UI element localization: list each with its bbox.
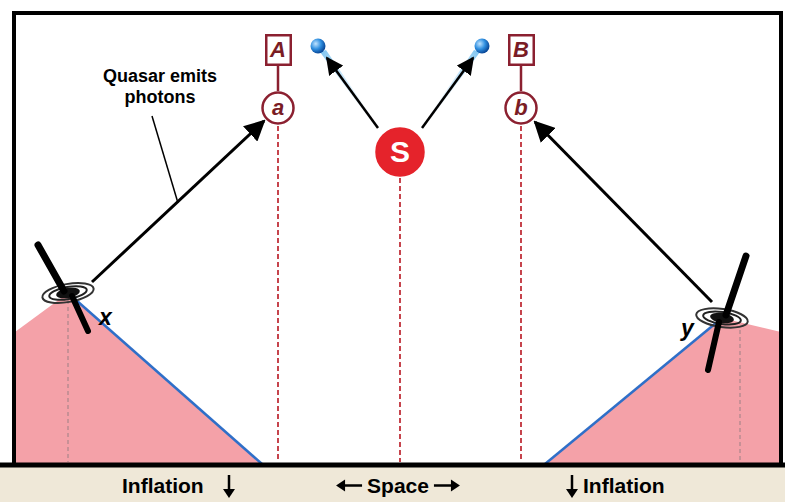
ground-strip <box>0 466 785 502</box>
direction-arrow <box>223 475 578 498</box>
inflation-region <box>545 318 781 464</box>
particle-trail <box>320 50 382 132</box>
node-text: A <box>270 37 286 63</box>
quasar-symbol <box>695 256 749 370</box>
particle <box>311 39 326 54</box>
quasar-symbol <box>38 245 95 331</box>
detector-box: A <box>265 34 292 66</box>
worldline <box>520 126 522 462</box>
connector-line <box>277 66 280 91</box>
frame <box>14 13 781 465</box>
leader-line <box>152 116 178 203</box>
frame <box>0 463 785 468</box>
particle-arrow <box>327 58 378 128</box>
setting-circle: b <box>504 91 538 125</box>
quasar-label: y <box>681 315 701 342</box>
axis-label: Inflation <box>122 474 222 498</box>
axis-label: Inflation <box>583 474 683 498</box>
node-text: b <box>514 95 527 121</box>
node-text: a <box>272 95 284 121</box>
particle <box>475 39 490 54</box>
horizon-line <box>68 293 262 464</box>
callout-text: Quasar emits photons <box>90 66 230 108</box>
quasar-label: x <box>99 304 119 331</box>
axis-label: Space <box>363 474 433 498</box>
worldline <box>277 126 279 462</box>
worldline <box>739 330 741 462</box>
particle-trail <box>418 50 480 132</box>
setting-circle: a <box>261 91 295 125</box>
horizon-line <box>545 318 722 464</box>
inflation-region <box>15 293 262 464</box>
worldline <box>67 300 69 462</box>
particle-arrow <box>422 58 473 128</box>
source-circle: S <box>375 127 425 177</box>
connector-line <box>520 66 523 91</box>
worldline <box>399 178 401 462</box>
photon-arrow <box>535 122 712 302</box>
node-text: B <box>513 37 529 63</box>
node-text: S <box>390 135 410 169</box>
detector-box: B <box>508 34 535 66</box>
